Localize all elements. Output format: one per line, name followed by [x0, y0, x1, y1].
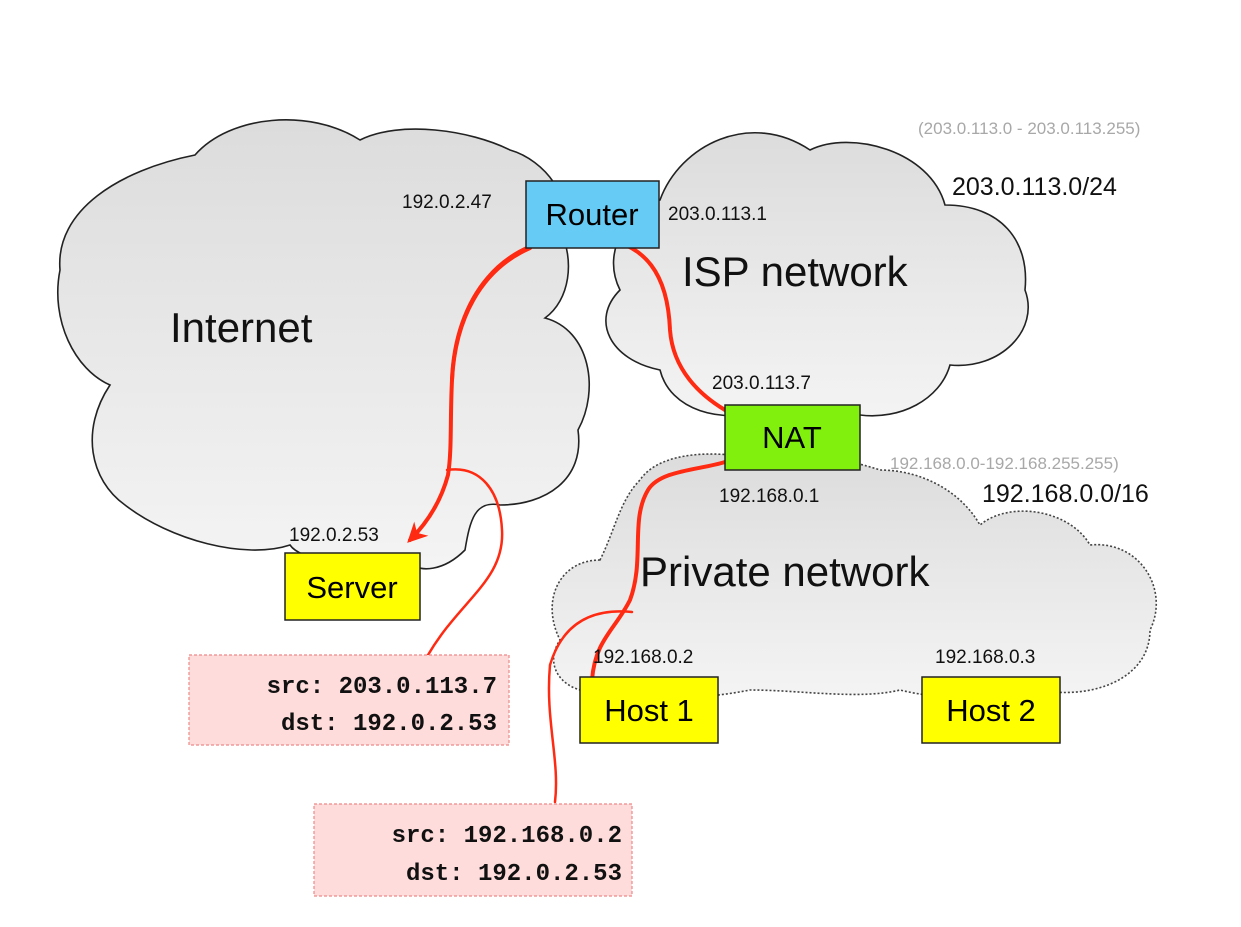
- path-packet2-leader: [547, 610, 634, 804]
- server-box: [284, 552, 421, 621]
- path-packet1-leader: [426, 468, 504, 657]
- host1-label: Host 1: [604, 693, 694, 728]
- private-network-label: Private network: [640, 548, 930, 595]
- nat-node[interactable]: NAT: [724, 404, 861, 471]
- nat-public-ip: 203.0.113.7: [712, 373, 811, 394]
- internet-cloud: [56, 119, 590, 570]
- packet-header-original: src: 192.168.0.2 dst: 192.0.2.53: [313, 803, 633, 897]
- host1-ip: 192.168.0.2: [593, 647, 693, 668]
- host2-label: Host 2: [946, 693, 1036, 728]
- host1-box: [579, 676, 719, 744]
- isp-range-label: (203.0.113.0 - 203.0.113.255): [918, 119, 1140, 138]
- router-box: [525, 180, 660, 249]
- nat-label: NAT: [762, 420, 822, 455]
- private-cidr-label: 192.168.0.0/16: [982, 480, 1149, 508]
- host1-node[interactable]: Host 1: [579, 676, 719, 744]
- server-ip: 192.0.2.53: [289, 525, 379, 546]
- server-label: Server: [306, 570, 397, 605]
- router-label: Router: [545, 197, 638, 232]
- host2-ip: 192.168.0.3: [935, 647, 1035, 668]
- private-range-label: 192.168.0.0-192.168.255.255): [890, 454, 1119, 473]
- nat-private-ip: 192.168.0.1: [719, 486, 819, 507]
- router-isp-ip: 203.0.113.1: [668, 204, 767, 225]
- internet-label: Internet: [170, 304, 313, 351]
- packet-src: src: 203.0.113.7: [267, 674, 497, 701]
- packet-dst: dst: 192.0.2.53: [281, 711, 497, 738]
- host2-node[interactable]: Host 2: [921, 676, 1061, 744]
- packet-dst: dst: 192.0.2.53: [406, 861, 622, 888]
- packet-header-translated: src: 203.0.113.7 dst: 192.0.2.53: [188, 654, 510, 746]
- isp-cidr-label: 203.0.113.0/24: [952, 173, 1117, 201]
- router-node[interactable]: Router: [525, 180, 660, 249]
- packet-src: src: 192.168.0.2: [392, 823, 622, 850]
- router-internet-ip: 192.0.2.47: [402, 192, 492, 213]
- host2-box: [921, 676, 1061, 744]
- isp-network-label: ISP network: [682, 248, 909, 295]
- isp-network-cloud: [605, 132, 1029, 422]
- server-node[interactable]: Server: [284, 552, 421, 621]
- nat-box: [724, 404, 861, 471]
